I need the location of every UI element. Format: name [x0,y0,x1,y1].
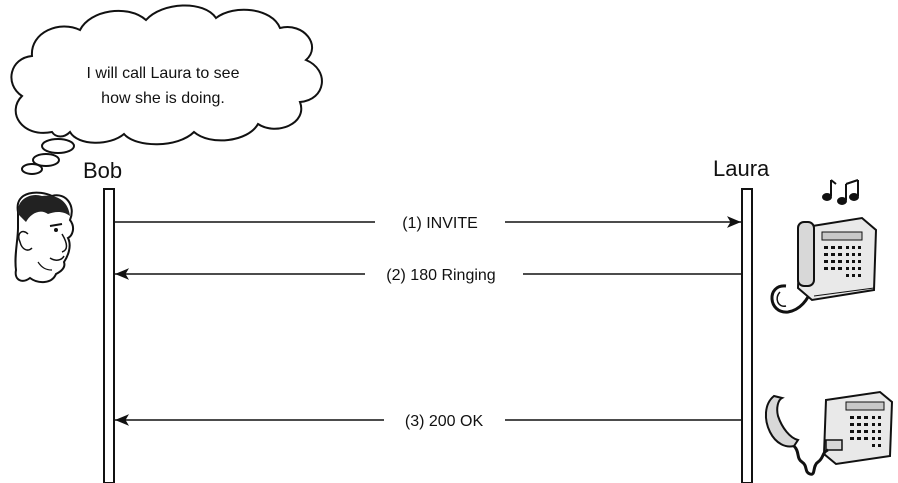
message-invite-label: (1) INVITE [402,215,478,232]
answered-phone-icon [764,390,894,476]
thought-text-line-1: I will call Laura to see [87,65,240,82]
message-ringing-label: (2) 180 Ringing [386,267,495,284]
participant-label-bob: Bob [83,158,122,183]
person-face-icon [14,191,75,284]
thought-puff-small [21,163,43,175]
lifeline-laura [741,188,753,483]
music-notes-icon [822,179,859,205]
participant-label-laura: Laura [713,156,770,181]
ringing-phone-icon [770,179,878,314]
thought-puff-large [41,138,75,154]
thought-puff-medium [32,153,60,167]
message-ok: (3) 200 OK [115,413,741,430]
message-invite: (1) INVITE [115,215,741,232]
thought-bubble: I will call Laura to see how she is doin… [10,4,323,175]
message-ok-label: (3) 200 OK [405,413,484,430]
message-ringing: (2) 180 Ringing [115,267,741,284]
thought-text-line-2: how she is doing. [101,90,225,107]
lifeline-bob [103,188,115,483]
thought-cloud-icon [10,4,323,146]
